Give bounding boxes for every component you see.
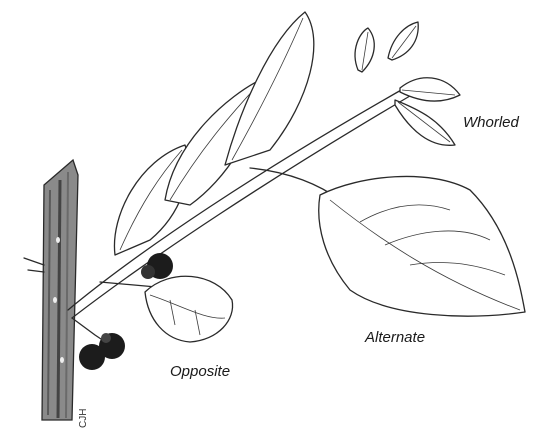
opposite-leaves <box>72 253 233 370</box>
upper-leaves <box>114 12 313 255</box>
label-whorled: Whorled <box>463 114 519 131</box>
whorled-leaves <box>355 22 460 145</box>
label-alternate: Alternate <box>365 329 425 346</box>
trunk <box>24 160 78 420</box>
artist-signature: CJH <box>78 409 89 428</box>
alternate-leaf <box>250 168 525 316</box>
label-opposite: Opposite <box>170 363 230 380</box>
